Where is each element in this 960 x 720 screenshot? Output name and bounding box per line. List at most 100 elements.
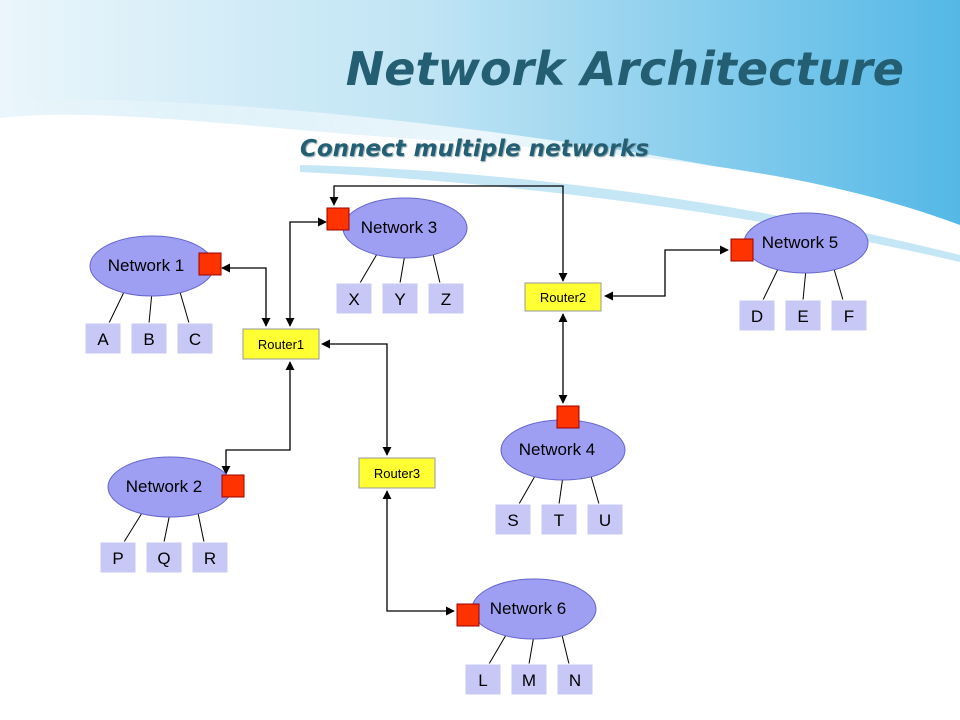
network-n1[interactable]: Network 1 A B C	[84, 235, 222, 355]
host-branch-line	[179, 291, 190, 324]
host-box[interactable]	[510, 663, 548, 696]
host-label: F	[844, 307, 854, 326]
host-L[interactable]: L	[464, 663, 502, 696]
host-box[interactable]	[556, 663, 594, 696]
host-box[interactable]	[176, 322, 214, 355]
host-box[interactable]	[99, 541, 137, 574]
host-box[interactable]	[540, 503, 578, 536]
router-box[interactable]	[358, 457, 436, 489]
host-Q[interactable]: Q	[145, 541, 183, 574]
network-port-icon	[326, 207, 350, 231]
host-label: A	[97, 330, 109, 349]
host-branch-line	[148, 291, 153, 324]
host-box[interactable]	[464, 663, 502, 696]
host-Z[interactable]: Z	[427, 282, 465, 315]
router-box[interactable]	[242, 328, 320, 360]
host-X[interactable]: X	[335, 282, 373, 315]
host-branch-line	[802, 268, 807, 301]
network-n5[interactable]: Network 5 D E F	[730, 212, 869, 332]
network-port-icon	[221, 474, 245, 498]
network-port-icon	[198, 252, 222, 276]
host-T[interactable]: T	[540, 503, 578, 536]
network-port-icon	[730, 238, 754, 262]
link-n3-r1	[285, 217, 327, 327]
host-D[interactable]: D	[738, 299, 776, 332]
links-layer	[221, 185, 729, 616]
host-A[interactable]: A	[84, 322, 122, 355]
host-label: C	[189, 330, 201, 349]
host-E[interactable]: E	[784, 299, 822, 332]
host-branch-line	[528, 634, 535, 665]
host-branch-line	[558, 475, 564, 505]
router-box[interactable]	[524, 282, 602, 312]
host-branch-line	[399, 253, 406, 284]
host-P[interactable]: P	[99, 541, 137, 574]
network-label: Network 2	[126, 477, 203, 496]
host-branch-line	[163, 512, 171, 543]
router-r1[interactable]: Router1	[242, 328, 320, 360]
host-label: U	[599, 511, 611, 530]
network-port-icon	[556, 405, 580, 429]
host-label: Y	[394, 290, 405, 309]
router-label: Router2	[540, 290, 586, 305]
host-N[interactable]: N	[556, 663, 594, 696]
host-box[interactable]	[335, 282, 373, 315]
host-branch-line	[833, 268, 844, 301]
host-B[interactable]: B	[130, 322, 168, 355]
host-box[interactable]	[130, 322, 168, 355]
router-r3[interactable]: Router3	[358, 457, 436, 489]
slide-title: Network Architecture	[345, 42, 904, 96]
host-box[interactable]	[738, 299, 776, 332]
host-label: B	[143, 330, 154, 349]
link-n5-r2	[604, 245, 729, 301]
host-box[interactable]	[784, 299, 822, 332]
host-box[interactable]	[494, 503, 532, 536]
network-label: Network 6	[490, 599, 567, 618]
host-F[interactable]: F	[830, 299, 868, 332]
host-branch-line	[561, 634, 570, 665]
host-box[interactable]	[427, 282, 465, 315]
host-label: Z	[441, 290, 451, 309]
host-box[interactable]	[830, 299, 868, 332]
host-branch-line	[762, 268, 779, 301]
host-box[interactable]	[191, 541, 229, 574]
host-branch-line	[123, 512, 143, 543]
host-box[interactable]	[145, 541, 183, 574]
host-Y[interactable]: Y	[381, 282, 419, 315]
host-R[interactable]: R	[191, 541, 229, 574]
host-branch-line	[359, 253, 378, 284]
router-label: Router3	[374, 466, 420, 481]
host-label: R	[204, 549, 216, 568]
host-label: P	[112, 549, 123, 568]
network-label: Network 5	[762, 233, 839, 252]
host-box[interactable]	[84, 322, 122, 355]
network-n2[interactable]: Network 2 P Q R	[99, 456, 245, 574]
host-M[interactable]: M	[510, 663, 548, 696]
host-branch-line	[518, 475, 536, 505]
host-C[interactable]: C	[176, 322, 214, 355]
link-n2-r1	[221, 361, 295, 475]
host-branch-line	[432, 253, 441, 284]
host-label: X	[348, 290, 359, 309]
network-label: Network 1	[108, 256, 185, 275]
host-U[interactable]: U	[586, 503, 624, 536]
network-port-icon	[456, 603, 480, 627]
link-n6-r3	[382, 490, 455, 616]
host-branch-line	[590, 475, 600, 505]
host-box[interactable]	[381, 282, 419, 315]
host-label: E	[797, 307, 808, 326]
link-r1-r3	[321, 339, 392, 456]
host-label: S	[507, 511, 518, 530]
host-branch-line	[108, 291, 125, 324]
host-S[interactable]: S	[494, 503, 532, 536]
host-label: D	[751, 307, 763, 326]
router-r2[interactable]: Router2	[524, 282, 602, 312]
host-branch-line	[197, 512, 205, 543]
host-box[interactable]	[586, 503, 624, 536]
